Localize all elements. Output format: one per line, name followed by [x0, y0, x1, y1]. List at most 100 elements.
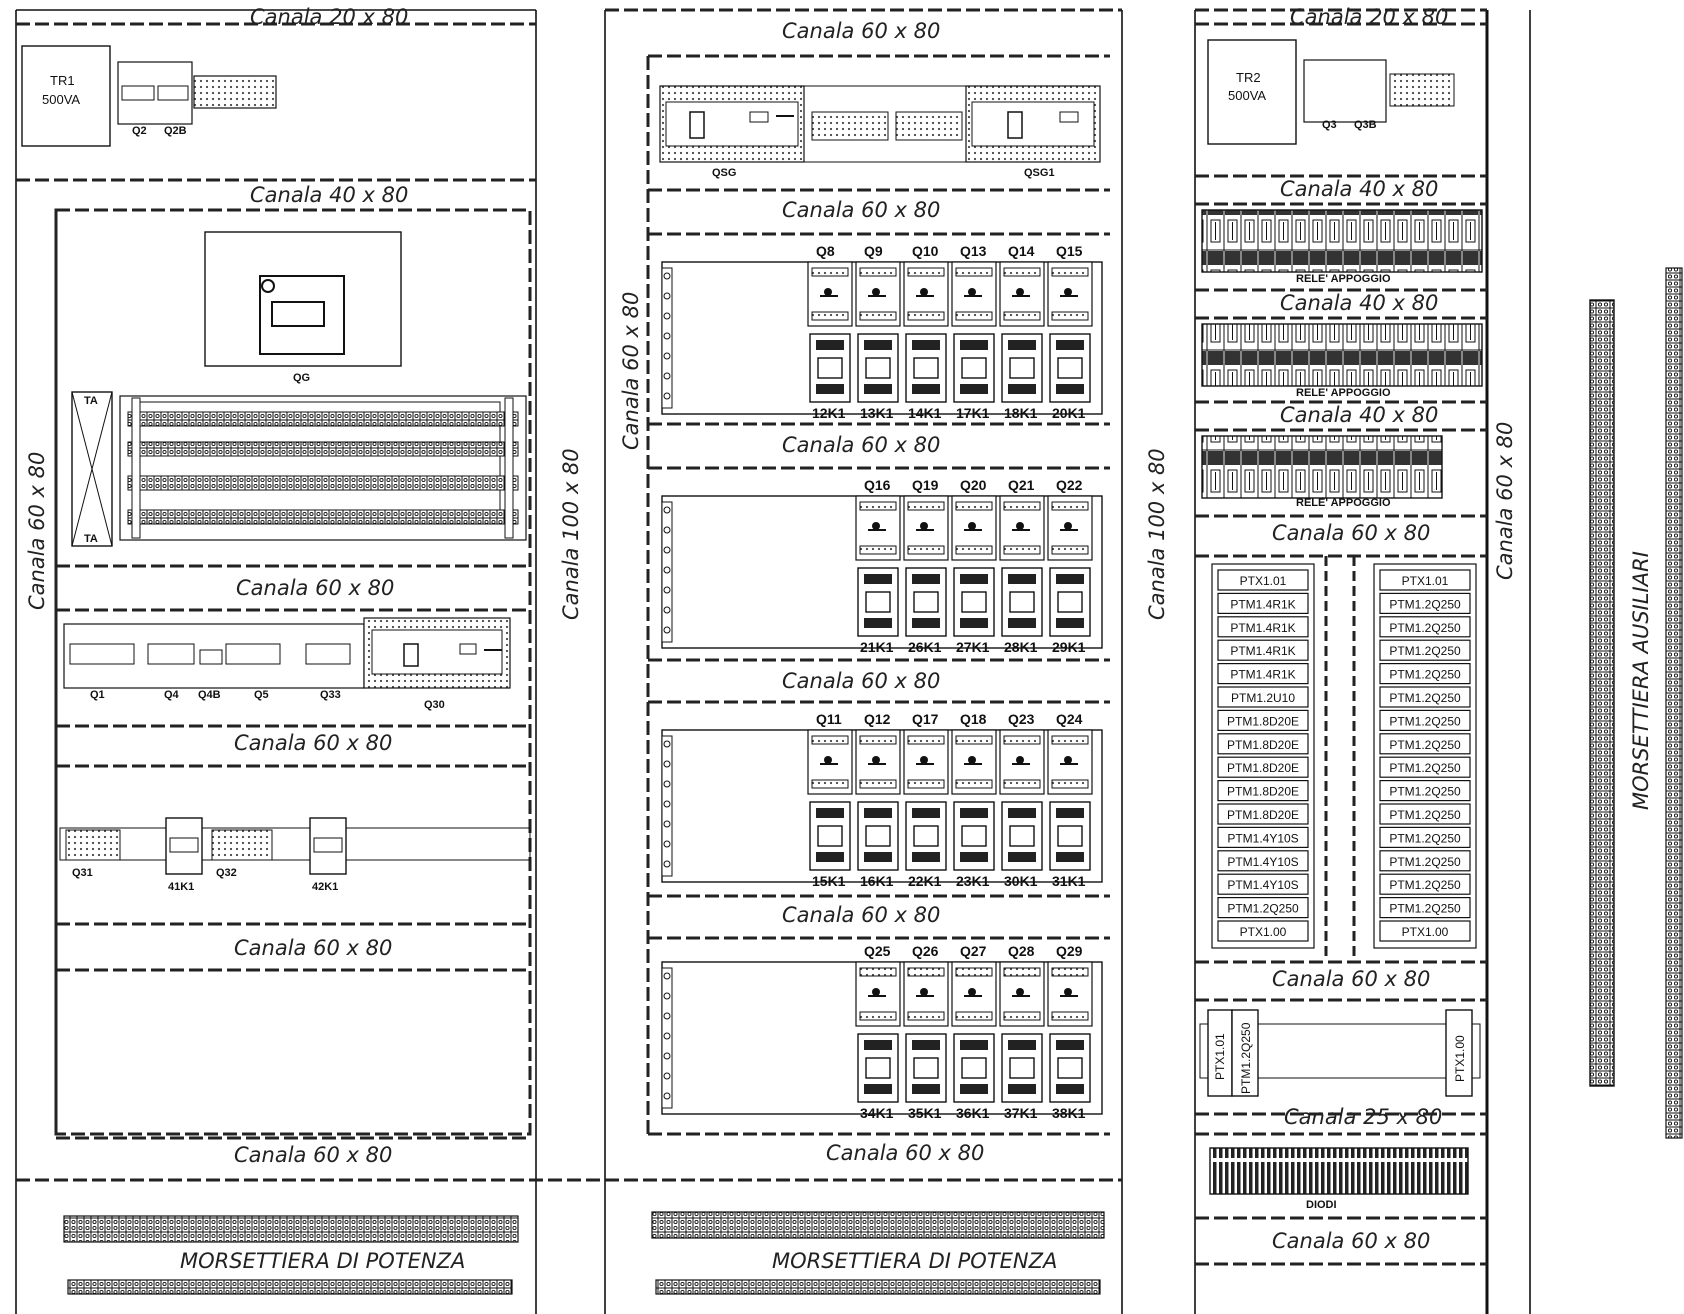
- breaker-q2-group: [117, 61, 193, 125]
- plc-module: [1379, 686, 1471, 708]
- breaker-label: Q12: [864, 711, 891, 727]
- plc-module-label: PTM1.2Q250: [1389, 808, 1461, 822]
- qsg1-label: QSG1: [1024, 167, 1055, 179]
- terminal-block-q2: [193, 75, 277, 109]
- plc-module-stack-left: PTX1.01PTM1.4R1KPTM1.4R1KPTM1.4R1KPTM1.4…: [1211, 563, 1315, 949]
- breaker-label: Q19: [912, 477, 939, 493]
- contactor-label: 21K1: [860, 639, 894, 655]
- rail-module-ptx100-label: PTX1.00: [1453, 1035, 1467, 1082]
- plc-module: [1379, 733, 1471, 755]
- ta-bottom-label: TA: [84, 533, 98, 545]
- breaker-label: Q16: [864, 477, 891, 493]
- plc-module-label: PTM1.4Y10S: [1227, 878, 1298, 892]
- qg-label: QG: [293, 372, 310, 384]
- duct-label-top-left: Canala 20 x 80: [250, 5, 408, 29]
- q4-label: Q4: [164, 689, 180, 701]
- q3-label: Q3: [1322, 119, 1337, 131]
- rail-module-ptm12q250-label: PTM1.2Q250: [1239, 1022, 1253, 1094]
- plc-module: [1379, 662, 1471, 685]
- transformer-tr1: [21, 45, 111, 147]
- rail-module-ptm12q250: [1231, 1009, 1259, 1097]
- plc-module: [1217, 896, 1309, 919]
- contactor-label: 23K1: [956, 873, 990, 889]
- plc-module-label: PTM1.4R1K: [1230, 621, 1295, 635]
- plc-module: [1379, 873, 1471, 895]
- contactor-label: 31K1: [1052, 873, 1086, 889]
- contactor-label: 15K1: [812, 873, 846, 889]
- q32-label: Q32: [216, 867, 237, 879]
- power-terminal-strip-bottom-col2: [655, 1279, 1101, 1295]
- contactor-label: 18K1: [1004, 405, 1038, 421]
- plc-module: [1217, 826, 1309, 849]
- breaker-q32: [211, 829, 273, 861]
- aux-terminal-label: MORSETTIERA AUSILIARI: [1629, 551, 1653, 810]
- duct-label-c3-b: Canala 40 x 80: [1280, 291, 1438, 315]
- plc-module: [1379, 850, 1471, 872]
- plc-module-label: PTM1.2Q250: [1389, 644, 1461, 658]
- plc-module-label: PTM1.2Q250: [1389, 621, 1461, 635]
- breaker-label: Q14: [1008, 243, 1035, 259]
- aux-block-2: [895, 111, 963, 141]
- plc-module: [1379, 779, 1471, 802]
- plc-module: [1217, 873, 1309, 895]
- qsg-label: QSG: [712, 167, 736, 179]
- contactor-42k1: [309, 817, 347, 875]
- breaker-label: Q26: [912, 943, 939, 959]
- terminal-block-q3: [1389, 73, 1455, 107]
- plc-module-label: PTM1.8D20E: [1227, 714, 1299, 728]
- plc-module-label: PTM1.2Q250: [1389, 902, 1461, 916]
- aux-block-1: [811, 111, 889, 141]
- duct-label-c2-b: Canala 60 x 80: [782, 198, 940, 222]
- duct-label-c3-d: Canala 60 x 80: [1272, 521, 1430, 545]
- plc-module-label: PTM1.2Q250: [1227, 902, 1299, 916]
- plc-module-label: PTM1.2Q250: [1389, 831, 1461, 845]
- duct-label-c3-a: Canala 40 x 80: [1280, 177, 1438, 201]
- power-terminal-label-col2: MORSETTIERA DI POTENZA: [772, 1249, 1057, 1273]
- q4b-label: Q4B: [198, 689, 221, 701]
- duct-label-v-right: Canala 60 x 80: [1493, 422, 1517, 580]
- duct-label-v-left: Canala 60 x 80: [25, 452, 49, 610]
- breaker-label: Q15: [1056, 243, 1083, 259]
- plc-module-label: PTM1.2Q250: [1389, 714, 1461, 728]
- breaker-label: Q13: [960, 243, 987, 259]
- plc-module-label: PTM1.4R1K: [1230, 644, 1295, 658]
- plc-module: [1379, 896, 1471, 919]
- breaker-label: Q9: [864, 243, 883, 259]
- plc-module: [1217, 850, 1309, 872]
- q2b-label: Q2B: [164, 125, 187, 137]
- plc-module: [1217, 569, 1309, 591]
- plc-module: [1379, 920, 1471, 942]
- diode-bank: [1209, 1147, 1469, 1195]
- busbar-system: [119, 395, 527, 541]
- plc-module: [1379, 592, 1471, 615]
- breaker-q31: [65, 829, 121, 861]
- plc-module-label: PTM1.2Q250: [1389, 738, 1461, 752]
- duct-label-c1-d: Canala 60 x 80: [234, 936, 392, 960]
- duct-label-c3-f: Canala 25 x 80: [1284, 1105, 1442, 1129]
- rail-module-ptx101: [1207, 1009, 1233, 1097]
- duct-label-v-mid2: Canala 60 x 80: [619, 292, 643, 450]
- plc-module-label: PTX1.00: [1240, 925, 1287, 939]
- breaker-label: Q17: [912, 711, 939, 727]
- power-terminal-strip-top-col1: [63, 1215, 519, 1243]
- q1-label: Q1: [90, 689, 105, 701]
- q2-label: Q2: [132, 125, 147, 137]
- power-terminal-strip-top-col2: [651, 1211, 1105, 1239]
- contactor-label: 22K1: [908, 873, 942, 889]
- plc-module: [1217, 779, 1309, 802]
- duct-label-c2-c: Canala 60 x 80: [782, 433, 940, 457]
- plc-module-label: PTM1.2Q250: [1389, 691, 1461, 705]
- duct-label-c1-b: Canala 60 x 80: [236, 576, 394, 600]
- contactor-label: 17K1: [956, 405, 990, 421]
- breaker-row-col1: [63, 623, 365, 689]
- plc-module-label: PTM1.2Q250: [1389, 597, 1461, 611]
- contactor-label: 35K1: [908, 1105, 942, 1121]
- plc-module: [1379, 639, 1471, 661]
- plc-module-label: PTM1.2Q250: [1389, 785, 1461, 799]
- duct-label-c2-a: Canala 60 x 80: [782, 19, 940, 43]
- contactor-41k1: [165, 817, 203, 875]
- relay-bank-3-label: RELE' APPOGGIO: [1296, 497, 1391, 509]
- power-terminal-strip-bottom-col1: [67, 1279, 513, 1295]
